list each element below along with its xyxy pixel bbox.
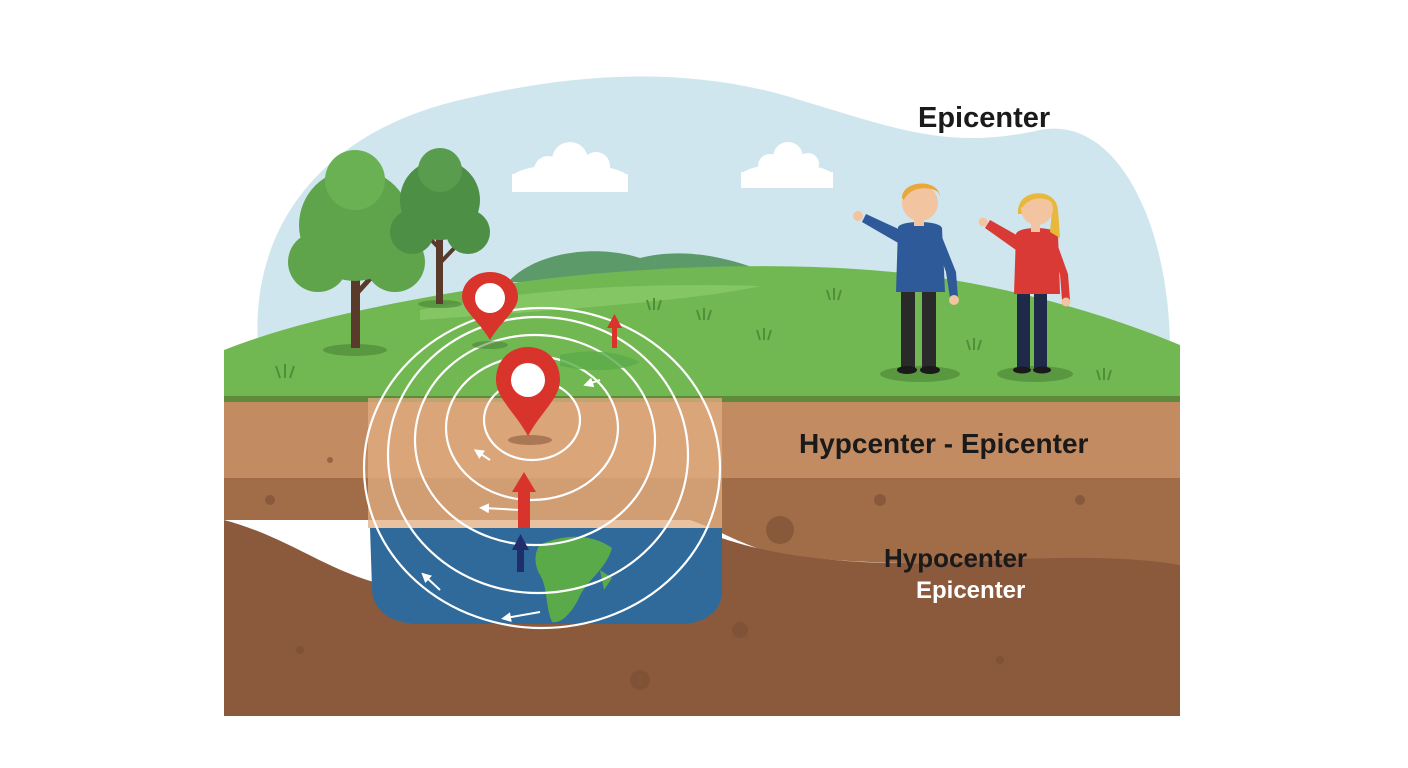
epicenter-label-bottom: Epicenter [916,577,1026,604]
up-arrow-icon [512,534,529,572]
up-arrow-icon [512,472,536,528]
cloud-icon [741,142,833,188]
location-pin-icon [462,272,518,349]
hypcenter-epicenter-label: Hypcenter - Epicenter [799,428,1089,459]
location-pin-icon [496,347,560,436]
person-icon [853,183,960,382]
cloud-icon [512,142,628,192]
grass-tufts [275,288,1112,381]
person-icon [978,193,1073,382]
up-arrow-icon [607,314,622,348]
tree-icon [288,150,425,356]
globe-continent [535,536,612,623]
tree-icon [390,148,490,308]
hypocenter-label: Hypocenter [884,543,1028,573]
epicenter-label-top: Epicenter [918,102,1051,134]
cutaway-zone [368,398,722,528]
